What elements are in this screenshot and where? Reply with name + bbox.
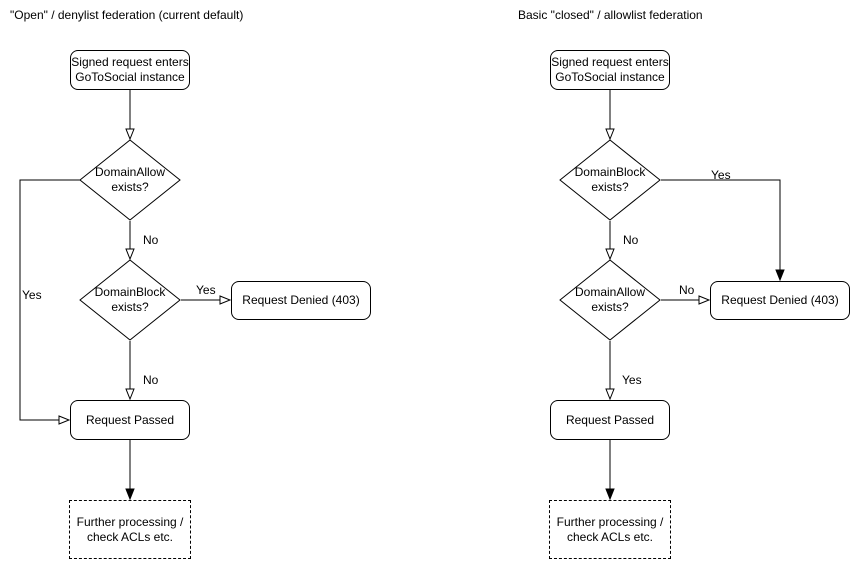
right-chart-title: Basic "closed" / allowlist federation — [518, 8, 703, 22]
right-edge-domainblock-yes-to-denied — [661, 179, 780, 280]
right-domainblock-yes-label: Yes — [711, 168, 731, 182]
left-further-processing-node: Further processing / check ACLs etc. — [69, 500, 191, 559]
right-request-denied-node: Request Denied (403) — [710, 281, 850, 320]
right-request-passed-node: Request Passed — [550, 400, 670, 440]
left-request-passed-node: Request Passed — [70, 400, 190, 440]
right-start-node: Signed request enters GoToSocial instanc… — [550, 50, 670, 90]
left-domainblock-no-label: No — [143, 373, 159, 387]
right-chart-connectors — [610, 90, 780, 499]
left-chart-title: "Open" / denylist federation (current de… — [10, 8, 244, 22]
right-domainallow-yes-label: Yes — [622, 373, 642, 387]
right-domainallow-diamond-shape — [559, 259, 661, 341]
left-domainblock-yes-label: Yes — [196, 283, 216, 297]
decision-diamonds — [79, 139, 661, 341]
left-domainallow-yes-label: Yes — [22, 288, 42, 302]
left-domainallow-no-label: No — [143, 233, 159, 247]
left-start-node: Signed request enters GoToSocial instanc… — [70, 50, 190, 90]
right-domainblock-no-label: No — [623, 233, 639, 247]
left-request-denied-node: Request Denied (403) — [231, 281, 371, 320]
left-domainallow-diamond-shape — [79, 139, 181, 221]
right-domainallow-no-label: No — [679, 283, 695, 297]
left-domainblock-diamond-shape — [79, 259, 181, 341]
right-domainblock-diamond-shape — [559, 139, 661, 221]
right-further-processing-node: Further processing / check ACLs etc. — [549, 500, 671, 559]
left-edge-domainallow-yes-to-passed — [19, 179, 80, 420]
left-chart-connectors — [19, 90, 230, 499]
